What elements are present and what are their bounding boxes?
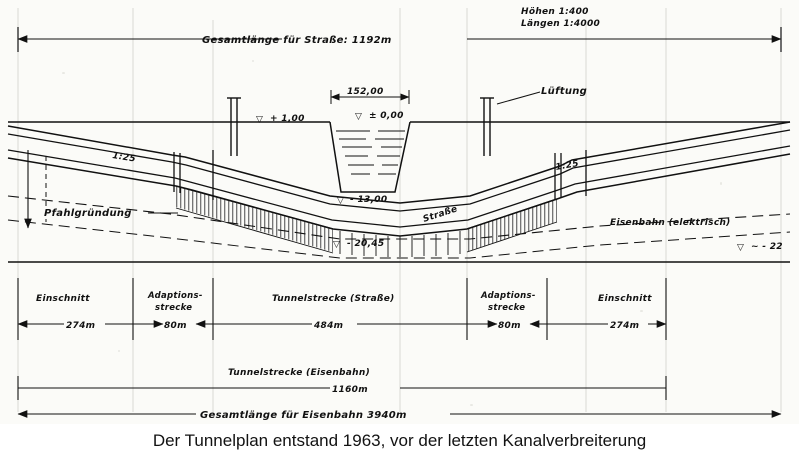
drawing-area: Gesamtlänge für Straße: 1192m Höhen 1:40… — [7, 7, 791, 421]
slope-left-label: 1:25 — [112, 151, 137, 165]
section-2-length: 484m — [313, 321, 343, 331]
dimension-total-road: Gesamtlänge für Straße: 1192m — [17, 27, 782, 52]
section-1-length: 80m — [164, 321, 187, 331]
section-1-name: Adaptions- — [147, 291, 203, 301]
section-3-name2: strecke — [488, 303, 525, 313]
section-0-name: Einschnitt — [36, 294, 90, 304]
elevation-left-bank: ▽ + 1,00 — [256, 114, 305, 125]
figure-caption: Der Tunnelplan entstand 1963, vor der le… — [152, 430, 647, 450]
elevation-right-deep: ▽ ~ - 22 — [737, 242, 783, 253]
tunnel-invert-value: - 20,45 — [347, 239, 384, 249]
water-level-symbol: ▽ — [355, 112, 362, 122]
left-bank-symbol: ▽ — [256, 115, 263, 125]
railway-alignment-line — [7, 195, 791, 240]
tunnel-invert-symbol: ▽ — [333, 240, 340, 250]
tunnel-rail-length: 1160m — [332, 385, 368, 395]
tunnel-section-drawing: Gesamtlänge für Straße: 1192m Höhen 1:40… — [7, 7, 791, 421]
scan-speck — [62, 72, 65, 74]
scan-speck — [640, 310, 643, 312]
ventilation-callout: Lüftung — [496, 86, 587, 105]
section-1-name2: strecke — [155, 303, 192, 313]
section-3-name: Adaptions- — [480, 291, 536, 301]
dimension-canal-width: 152,00 — [330, 87, 410, 104]
railway-callout: Eisenbahn (elektrisch) — [610, 218, 731, 228]
tunnel-end-walls — [173, 150, 587, 200]
scale-note: Höhen 1:400 Längen 1:4000 — [521, 7, 600, 29]
scan-speck — [720, 182, 722, 185]
section-dimension-band: Einschnitt 274m Adaptions- strecke 80m T… — [17, 278, 667, 340]
scale-lengths-label: Längen 1:4000 — [521, 19, 600, 29]
canal-profile — [329, 121, 411, 193]
total-rail-length-label: Gesamtlänge für Eisenbahn 3940m — [200, 410, 407, 421]
section-0-length: 274m — [66, 321, 95, 331]
canal-bottom-value: - 13,00 — [350, 195, 387, 205]
ventilation-shafts — [227, 97, 494, 156]
pile-foundation-left — [175, 185, 334, 254]
pile-foundation-label: Pfahlgründung — [44, 208, 132, 219]
water-level-value: ± 0,00 — [369, 111, 404, 121]
elevation-tunnel-invert: ▽ - 20,45 — [333, 239, 384, 250]
caption-bar: Der Tunnelplan entstand 1963, vor der le… — [0, 424, 799, 457]
section-3-length: 80m — [498, 321, 521, 331]
pile-foundation-callout: Pfahlgründung — [44, 208, 178, 219]
railway-label: Eisenbahn (elektrisch) — [610, 218, 731, 228]
elevation-water-level: ▽ ± 0,00 — [355, 111, 404, 122]
left-bank-value: + 1,00 — [270, 114, 305, 124]
tunnel-rail-label: Tunnelstrecke (Eisenbahn) — [228, 368, 370, 378]
scan-speck — [118, 350, 120, 352]
canal-bottom-symbol: ▽ — [337, 196, 344, 206]
right-deep-value: ~ - 22 — [751, 242, 783, 252]
canal-width-label: 152,00 — [347, 87, 384, 97]
right-deep-symbol: ▽ — [737, 243, 744, 253]
railway-lower-line — [7, 219, 791, 259]
section-4-length: 274m — [610, 321, 639, 331]
section-2-name: Tunnelstrecke (Straße) — [272, 294, 395, 304]
water-hatch — [336, 130, 405, 175]
total-road-length-label: Gesamtlänge für Straße: 1192m — [202, 35, 392, 46]
section-4-name: Einschnitt — [598, 294, 652, 304]
dimension-tunnel-rail: Tunnelstrecke (Eisenbahn) 1160m — [17, 368, 667, 400]
ventilation-label: Lüftung — [541, 86, 587, 97]
dimension-total-rail: Gesamtlänge für Eisenbahn 3940m — [17, 410, 782, 421]
slope-right-label: 1:25 — [555, 159, 580, 173]
scan-speck — [252, 60, 254, 62]
scan-speck — [470, 404, 473, 406]
pile-foundation-right — [466, 198, 558, 253]
scale-heights-label: Höhen 1:400 — [521, 7, 589, 17]
elevation-canal-bottom: ▽ - 13,00 — [337, 195, 387, 206]
